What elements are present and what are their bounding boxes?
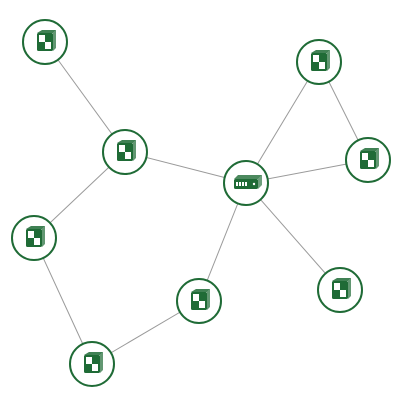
cube-icon [84,352,103,373]
edge-hub-n6 [245,61,320,184]
cube-icon [311,50,330,71]
cube-icon [191,289,210,310]
endpoint-node-n4[interactable] [69,341,115,387]
cube-icon [37,30,56,51]
router-node-hub[interactable] [223,160,269,206]
endpoint-node-n1[interactable] [22,19,68,65]
router-icon [234,175,262,189]
endpoint-node-n3[interactable] [11,215,57,261]
cube-icon [26,226,45,247]
nodes-layer [11,19,391,387]
endpoint-node-n8[interactable] [317,267,363,313]
edge-hub-n8 [245,182,341,291]
cube-icon [360,148,379,169]
edge-n3-n4 [33,237,93,365]
cube-icon [332,278,351,299]
endpoint-node-n5[interactable] [176,278,222,324]
cube-icon [117,140,136,161]
endpoint-node-n6[interactable] [296,39,342,85]
endpoint-node-n7[interactable] [345,137,391,183]
endpoint-node-n2[interactable] [102,129,148,175]
